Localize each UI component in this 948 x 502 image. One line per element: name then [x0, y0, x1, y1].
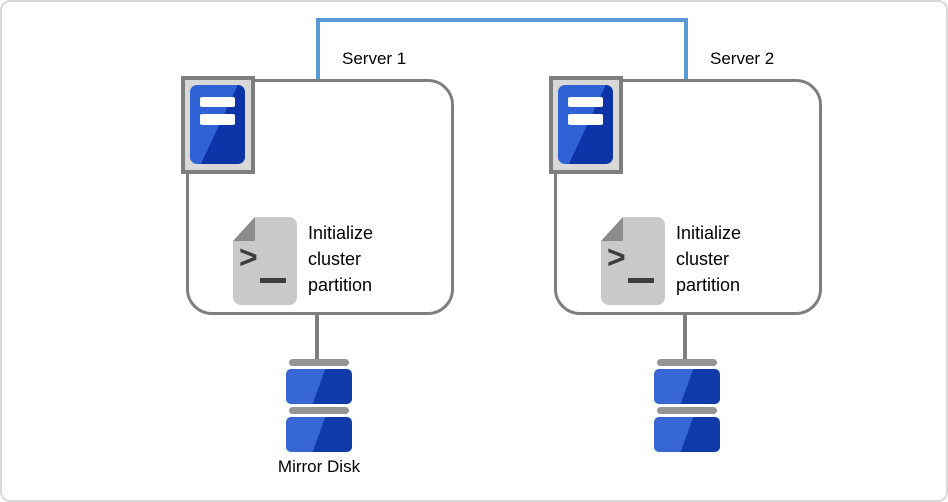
- script-caption: Initialize cluster partition: [676, 223, 742, 295]
- server2-disk-connector: [683, 315, 687, 361]
- interconnect-drop-server1: [316, 18, 320, 80]
- disk-cap: [657, 407, 717, 414]
- server1-label: Server 1: [342, 49, 407, 68]
- server-slot-bar: [200, 114, 235, 125]
- server-tower-icon: [181, 76, 255, 174]
- terminal-cursor-glyph: [628, 278, 654, 283]
- server-tower-body: [190, 85, 245, 164]
- server-slot-bar: [568, 114, 603, 125]
- disk-platter: [286, 369, 352, 404]
- server-tower-icon: [549, 76, 623, 174]
- shell-script-icon: >: [601, 217, 665, 305]
- mirror-disk-label: Mirror Disk: [277, 457, 361, 476]
- disk-cap: [657, 359, 717, 366]
- interconnect-drop-server2: [684, 18, 688, 80]
- interconnect-line: [316, 18, 688, 22]
- disk-cap: [289, 359, 349, 366]
- disk-stack-icon: [654, 359, 720, 453]
- script-caption: Initialize cluster partition: [308, 223, 374, 295]
- server-slot-bar: [568, 97, 603, 107]
- server1-group: Server 1 > Initialize cluster partition …: [181, 2, 456, 500]
- disk-platter: [654, 417, 720, 452]
- terminal-prompt-glyph: >: [239, 239, 258, 275]
- server2-label: Server 2: [710, 49, 775, 68]
- server-slot-bar: [200, 97, 235, 107]
- disk-platter: [286, 417, 352, 452]
- disk-cap: [289, 407, 349, 414]
- terminal-cursor-glyph: [260, 278, 286, 283]
- disk-platter: [654, 369, 720, 404]
- disk-stack-icon: [286, 359, 352, 453]
- shell-script-icon: >: [233, 217, 297, 305]
- terminal-prompt-glyph: >: [607, 239, 626, 275]
- server2-group: Server 2 > Initialize cluster partition: [549, 2, 824, 500]
- server1-disk-connector: [315, 315, 319, 361]
- server-tower-body: [558, 85, 613, 164]
